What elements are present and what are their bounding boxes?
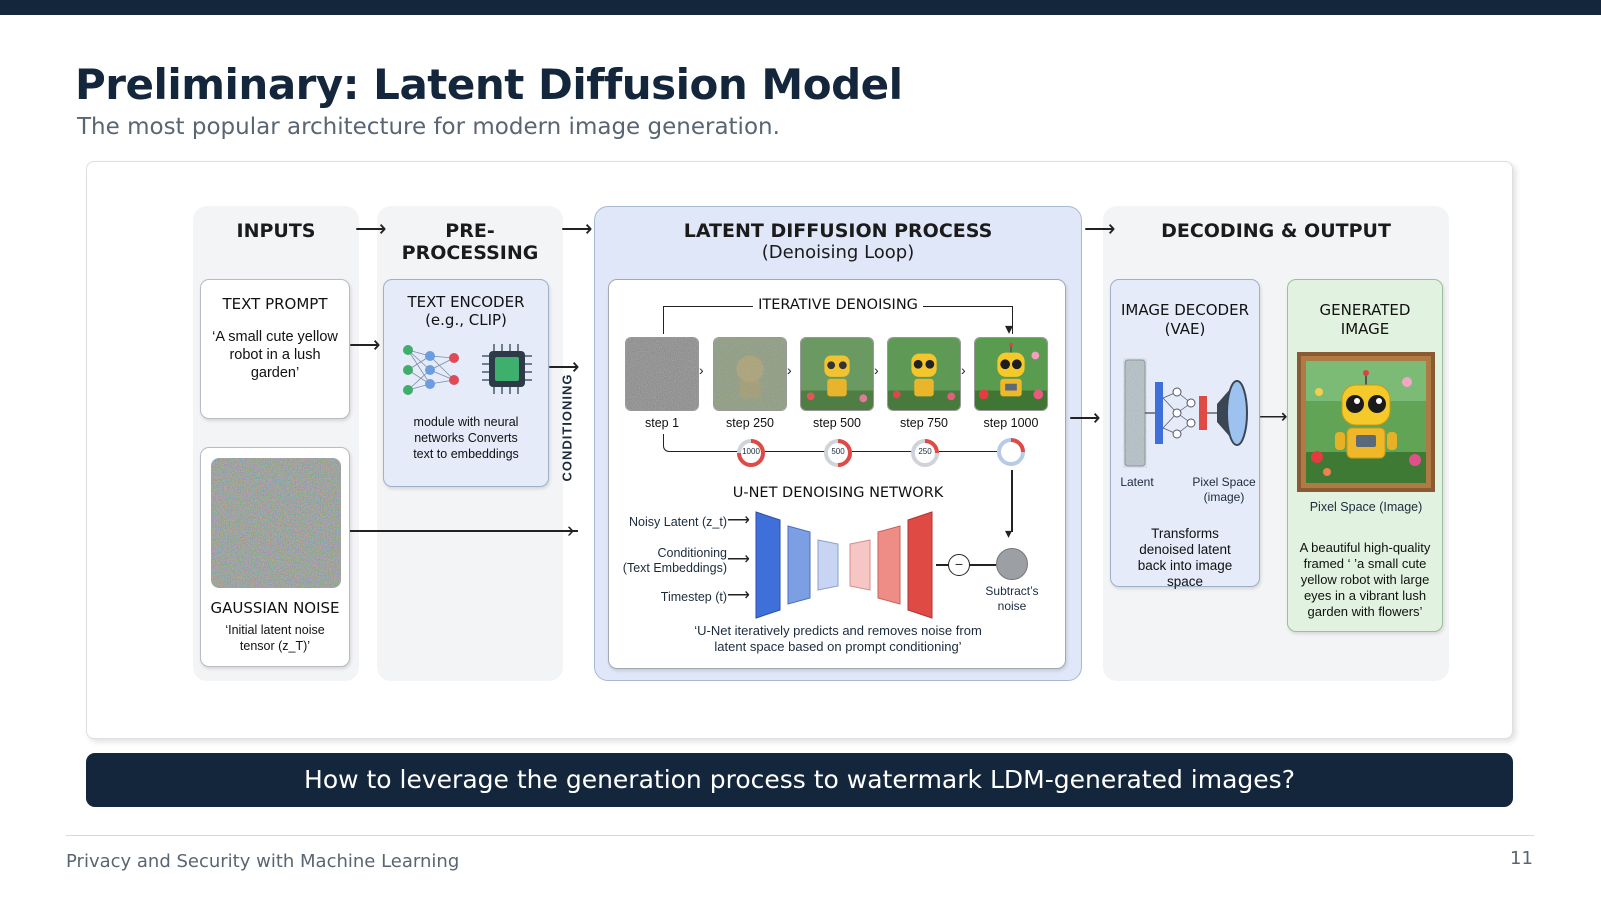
arrow-right-icon: ⟶ (1259, 406, 1288, 428)
arrow-right-icon: ⟶ (561, 216, 593, 241)
noise-image (211, 458, 341, 588)
unet-input-cond-sub: (Text Embeddings) (622, 561, 727, 575)
step-label: step 1000 (983, 416, 1039, 430)
neural-network-icon (403, 345, 459, 395)
vae-decoder-icon (1124, 359, 1248, 467)
iterative-title: ITERATIVE DENOISING (753, 297, 923, 313)
timestep-marker (737, 439, 765, 467)
text-prompt-box: TEXT PROMPT ‘A small cute yellow robot i… (200, 279, 350, 419)
arrow-right-icon: ⟶ (727, 512, 750, 529)
lane-head-decoding: DECODING & OUTPUT (1161, 220, 1391, 242)
page-number: 11 (1510, 848, 1533, 869)
generated-pixel-label: Pixel Space (Image) (1309, 500, 1423, 514)
unet-network-icon (755, 511, 933, 619)
slide-subtitle: The most popular architecture for modern… (77, 114, 780, 140)
step-label: step 1 (644, 416, 680, 430)
image-decoder-text: Transforms denoised latent back into ima… (1137, 526, 1233, 589)
lane-head-diffusion-sub: (Denoising Loop) (761, 242, 915, 263)
lane-head-preprocessing: PRE-PROCESSING (401, 220, 539, 264)
loop-line-down (1011, 470, 1013, 532)
arrow-right-icon: › (961, 362, 966, 378)
arrow-right-icon: ⟶ (727, 551, 750, 568)
latent-label: Latent (1120, 475, 1154, 489)
unet-title: U-NET DENOISING NETWORK (732, 485, 944, 501)
chip-icon (482, 344, 532, 394)
timestep-value: 1000 (742, 447, 760, 456)
step-500-thumb (800, 337, 874, 411)
image-decoder-box: IMAGE DECODER (VAE) Latent Pixel Space (… (1110, 279, 1260, 589)
pixel-space-label: Pixel Space (image) (1192, 475, 1256, 504)
arrow-head-icon: › (567, 517, 575, 542)
step-1000-thumb (974, 337, 1048, 411)
timestep-marker (824, 439, 852, 467)
text-prompt-title: TEXT PROMPT (222, 295, 328, 313)
step-label: step 750 (900, 416, 948, 430)
arrow-right-icon: › (787, 362, 792, 378)
unet-caption: ‘U-Net iteratively predicts and removes … (694, 623, 982, 654)
step-750-thumb (887, 337, 961, 411)
timestep-value: 500 (831, 447, 845, 456)
image-decoder-title: IMAGE DECODER (1121, 301, 1249, 319)
gaussian-noise-box: GAUSSIAN NOISE ‘Initial latent noise ten… (200, 447, 350, 667)
text-prompt-text: ‘A small cute yellow robot in a lush gar… (212, 329, 338, 381)
timestep-marker (911, 439, 939, 467)
step-label: step 250 (726, 416, 774, 430)
text-encoder-title: TEXT ENCODER (407, 293, 525, 311)
generated-image-text: A beautiful high-quality framed ‘ ’a sma… (1299, 540, 1431, 619)
unet-input-cond: Conditioning (657, 546, 728, 560)
step-250-thumb (713, 337, 787, 411)
text-encoder-subtitle: (e.g., CLIP) (425, 311, 507, 329)
unet-input-timestep: Timestep (t) (660, 590, 727, 604)
timestep-final-marker (997, 438, 1025, 466)
footer-rule (66, 835, 1534, 836)
slide-title: Preliminary: Latent Diffusion Model (75, 60, 903, 109)
generated-image-box: GENERATED IMAGE Pixel Space (Image) A be… (1287, 279, 1443, 632)
lane-head-inputs: INPUTS (236, 220, 316, 242)
arrow-right-icon: ⟶ (349, 332, 381, 357)
step-label: step 500 (813, 416, 861, 430)
arrow-right-icon: ⟶ (548, 354, 580, 379)
arrow-right-icon: ⟶ (1069, 405, 1101, 430)
arrow-right-icon: › (699, 362, 704, 378)
framed-robot-image (1297, 352, 1435, 492)
generated-image-title: GENERATED (1319, 301, 1411, 319)
lane-head-diffusion: LATENT DIFFUSION PROCESS (683, 220, 993, 242)
text-encoder-box: TEXT ENCODER (e.g., CLIP) module with (383, 279, 549, 487)
step-1-thumb (625, 337, 699, 411)
image-decoder-subtitle: (VAE) (1164, 320, 1206, 338)
arrow-down-icon: ▾ (1005, 525, 1013, 541)
noise-to-diffusion-arrow (350, 530, 578, 532)
denoising-loop-box: ITERATIVE DENOISING ▾ (608, 279, 1066, 669)
text-encoder-text: module with neural networks Converts tex… (413, 415, 519, 461)
arrow-right-icon: ⟶ (1084, 216, 1116, 241)
gaussian-noise-title: GAUSSIAN NOISE (210, 599, 340, 617)
generated-image-subtitle: IMAGE (1340, 320, 1390, 338)
subtract-operator: − (948, 554, 970, 576)
arrow-right-icon: ⟶ (727, 587, 750, 604)
top-bar (0, 0, 1601, 15)
gaussian-noise-text: ‘Initial latent noise tensor (z_T)’ (225, 623, 325, 653)
arrow-down-icon: ▾ (1005, 321, 1014, 338)
arrow-right-icon: › (874, 362, 879, 378)
noise-circle (996, 548, 1028, 580)
timestep-value: 250 (918, 447, 932, 456)
unet-input-noisy: Noisy Latent (z_t) (629, 515, 727, 529)
diagram-card: INPUTS ⟶ PRE-PROCESSING ⟶ LATENT DIFFUSI… (86, 161, 1513, 739)
arrow-right-icon: ⟶ (355, 216, 387, 241)
subtract-label: Subtract’s noise (985, 584, 1039, 613)
footer-text: Privacy and Security with Machine Learni… (66, 851, 460, 872)
conditioning-label: CONDITIONING (559, 373, 575, 482)
question-banner: How to leverage the generation process t… (86, 753, 1513, 807)
